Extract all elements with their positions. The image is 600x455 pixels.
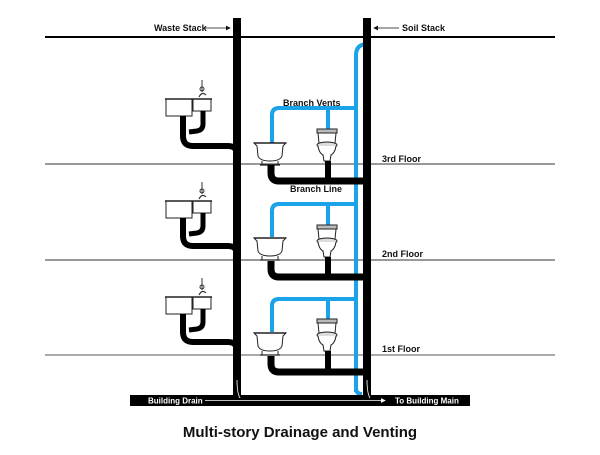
soil-stack-bend xyxy=(366,379,371,399)
floor-label-2nd: 2nd Floor xyxy=(382,249,423,259)
branch-vent-3rd xyxy=(270,106,357,143)
sink-1st xyxy=(164,277,213,315)
branch-line-3rd xyxy=(267,165,367,185)
floor-label-1st: 1st Floor xyxy=(382,344,421,354)
sink-drain-2nd xyxy=(180,218,240,256)
bathtub-1st xyxy=(253,332,287,356)
branch-line-label: Branch Line xyxy=(290,184,342,194)
toilet-2nd xyxy=(316,224,338,258)
floor-label-3rd: 3rd Floor xyxy=(382,154,421,164)
diagram-title: Multi-story Drainage and Venting xyxy=(183,424,417,441)
soil-stack-pipe xyxy=(363,18,371,396)
branch-vents-label: Branch Vents xyxy=(283,98,341,108)
floor-2nd-group xyxy=(164,181,367,281)
bathtub-3rd xyxy=(253,142,287,166)
sink-drain-3rd-b xyxy=(188,111,206,135)
sink-2nd xyxy=(164,181,213,219)
waste-stack-label: Waste Stack xyxy=(154,23,208,33)
sink-drain-1st-b xyxy=(188,309,206,333)
sink-3rd xyxy=(164,79,213,117)
toilet-1st xyxy=(316,318,338,352)
sink-drain-3rd xyxy=(180,116,240,156)
stack-vent-base xyxy=(354,387,363,396)
floor-1st-group xyxy=(164,277,367,376)
sink-drain-2nd-b xyxy=(188,213,206,237)
sink-drain-1st xyxy=(180,314,240,352)
branch-vent-1st xyxy=(270,297,357,332)
branch-line-2nd xyxy=(267,261,367,281)
to-building-main-label: To Building Main xyxy=(395,397,459,406)
soil-stack-label: Soil Stack xyxy=(402,23,446,33)
waste-stack-pipe xyxy=(233,18,241,396)
branch-line-1st xyxy=(267,356,367,376)
toilet-3rd xyxy=(316,128,338,162)
floor-3rd-group xyxy=(164,79,367,185)
waste-stack-bend xyxy=(236,379,241,399)
building-drain-label: Building Drain xyxy=(148,397,203,406)
branch-vent-2nd xyxy=(270,202,357,237)
bathtub-2nd xyxy=(253,237,287,261)
